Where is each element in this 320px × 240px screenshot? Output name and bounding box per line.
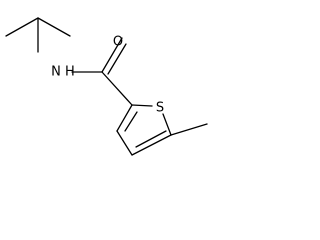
bond-ring-c4-to-c5-inner [135,130,167,148]
bond-isopropyl-methyl-right [37,17,71,37]
bond-ring-c2-to-c3 [116,104,133,132]
sulfur-atom-label: S [156,101,164,116]
bond-carbonyl-double-outer [101,37,123,73]
bond-ring-c2-to-c3-inner [124,111,138,132]
oxygen-atom-label: O [113,35,123,50]
bond-isopropyl-methyl-left [5,17,39,37]
bond-carbonyl-double-inner [107,43,127,75]
bond-ring-c4-to-c5 [131,134,172,156]
bond-sulfur-to-ring-c5 [162,113,172,136]
nitrogen-atom-label: N H [51,65,75,80]
bond-ring-c2-to-sulfur [131,104,153,107]
background [0,0,213,174]
bond-carbonyl-to-ring [101,71,133,106]
chemical-structure-diagram: O N H S [0,0,213,174]
bond-ring-to-methyl [170,123,208,136]
bond-ring-c3-to-c4 [116,130,133,156]
